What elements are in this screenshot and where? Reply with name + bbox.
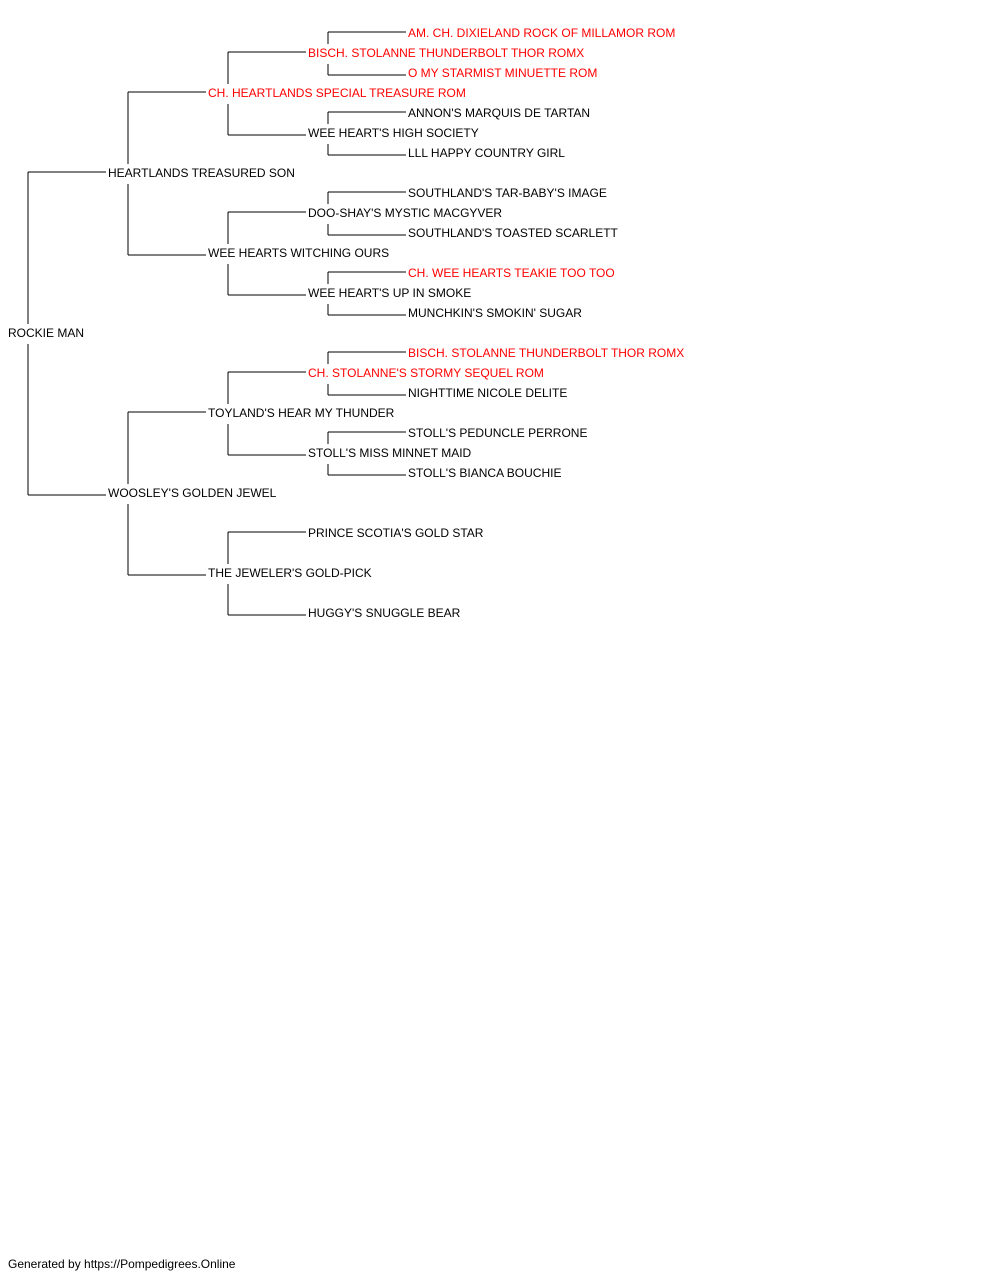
ancestor-name-gen3: BISCH. STOLANNE THUNDERBOLT THOR ROMX xyxy=(308,46,584,60)
ancestor-name-gen3: PRINCE SCOTIA'S GOLD STAR xyxy=(308,526,484,540)
ancestor-name-gen1: HEARTLANDS TREASURED SON xyxy=(108,166,295,180)
ancestor-name-gen4: STOLL'S PEDUNCLE PERRONE xyxy=(408,426,587,440)
ancestor-name-gen3: CH. STOLANNE'S STORMY SEQUEL ROM xyxy=(308,366,544,380)
ancestor-name-gen4: MUNCHKIN'S SMOKIN' SUGAR xyxy=(408,306,582,320)
ancestor-name-gen4: NIGHTTIME NICOLE DELITE xyxy=(408,386,567,400)
ancestor-name-gen4: ANNON'S MARQUIS DE TARTAN xyxy=(408,106,590,120)
ancestor-name-gen4: CH. WEE HEARTS TEAKIE TOO TOO xyxy=(408,266,615,280)
ancestor-name-gen3: WEE HEART'S UP IN SMOKE xyxy=(308,286,471,300)
ancestor-name-gen3: WEE HEART'S HIGH SOCIETY xyxy=(308,126,479,140)
ancestor-name-gen2: CH. HEARTLANDS SPECIAL TREASURE ROM xyxy=(208,86,466,100)
ancestor-name-gen2: TOYLAND'S HEAR MY THUNDER xyxy=(208,406,395,420)
ancestor-name-gen3: STOLL'S MISS MINNET MAID xyxy=(308,446,472,460)
footer-credit: Generated by https://Pompedigrees.Online xyxy=(8,1257,236,1271)
ancestor-name-gen2: WEE HEARTS WITCHING OURS xyxy=(208,246,389,260)
ancestor-name-gen3: HUGGY'S SNUGGLE BEAR xyxy=(308,606,461,620)
ancestor-name-gen4: O MY STARMIST MINUETTE ROM xyxy=(408,66,597,80)
pedigree-tree: ROCKIE MAN HEARTLANDS TREASURED SON CH. HE… xyxy=(8,26,684,620)
subject-name: ROCKIE MAN xyxy=(8,326,84,340)
ancestor-name-gen4: AM. CH. DIXIELAND ROCK OF MILLAMOR ROM xyxy=(408,26,675,40)
ancestor-name-gen2: THE JEWELER'S GOLD-PICK xyxy=(208,566,372,580)
ancestor-name-gen3: DOO-SHAY'S MYSTIC MACGYVER xyxy=(308,206,502,220)
ancestor-name-gen4: BISCH. STOLANNE THUNDERBOLT THOR ROMX xyxy=(408,346,684,360)
ancestor-name-gen1: WOOSLEY'S GOLDEN JEWEL xyxy=(108,486,277,500)
ancestor-name-gen4: SOUTHLAND'S TAR-BABY'S IMAGE xyxy=(408,186,607,200)
ancestor-name-gen4: LLL HAPPY COUNTRY GIRL xyxy=(408,146,565,160)
ancestor-name-gen4: STOLL'S BIANCA BOUCHIE xyxy=(408,466,561,480)
ancestor-name-gen4: SOUTHLAND'S TOASTED SCARLETT xyxy=(408,226,619,240)
